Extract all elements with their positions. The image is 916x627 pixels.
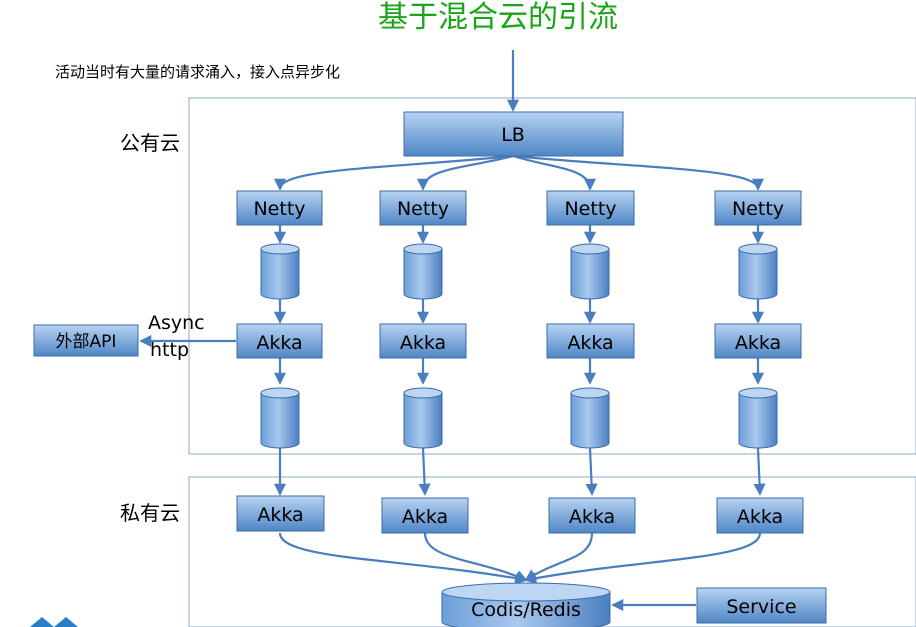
note-text: 活动当时有大量的请求涌入，接入点异步化 [55,63,340,81]
netty-label-4: Netty [732,198,784,220]
queue-cylinder-lower-1 [260,387,300,449]
netty-label-1: Netty [253,198,305,220]
private-cloud-region [188,476,916,627]
netty-box-4: Netty [714,190,802,226]
akka-private-label-1: Akka [257,504,303,526]
queue-cylinder-upper-3 [570,243,610,300]
page-title: 基于混合云的引流 [378,0,618,35]
arrow-private-akka-to-storage-3 [524,532,594,582]
akka-public-box-1: Akka [236,323,323,359]
netty-box-2: Netty [379,190,467,226]
akka-public-box-4: Akka [714,323,802,359]
akka-public-box-2: Akka [379,323,467,359]
queue-cylinder-lower-2 [403,387,443,449]
arrow-lb-to-netty-2 [416,154,514,191]
service-box: Service [696,587,827,624]
akka-public-label-2: Akka [400,332,446,354]
queue-cylinder-upper-1 [260,243,300,300]
codis-redis-label: Codis/Redis [471,599,581,621]
arrow-lb-to-netty-3 [512,154,597,191]
arrow-private-akka-to-storage-1 [278,532,528,585]
arrow-private-akka-to-storage-2 [423,532,528,582]
akka-private-box-1: Akka [236,495,325,532]
queue-cylinders [260,243,778,449]
external-api-label: 外部API [56,332,117,352]
queue-cylinder-lower-3 [570,387,610,449]
private-cloud-label: 私有云 [120,501,180,525]
async-http-label-line2: http [150,339,189,361]
netty-label-2: Netty [397,198,449,220]
akka-private-box-3: Akka [548,497,636,534]
arrow-queue-to-private-akka-4 [753,447,766,496]
queue-cylinder-upper-4 [738,243,778,300]
external-api-box: 外部API [33,324,139,357]
akka-public-label-4: Akka [735,332,781,354]
public-cloud-label: 公有云 [120,131,180,155]
akka-private-label-4: Akka [737,506,783,528]
akka-private-label-3: Akka [569,506,615,528]
arrow-lb-to-netty-4 [512,154,764,191]
queue-cylinder-upper-2 [403,243,443,300]
netty-box-3: Netty [546,190,635,226]
akka-private-label-2: Akka [402,506,448,528]
queue-cylinder-lower-4 [738,387,778,449]
corner-logo-icon [30,617,78,627]
public-cloud-region [188,97,916,455]
akka-public-box-3: Akka [546,323,635,359]
connection-arrows [139,50,766,612]
service-label: Service [726,596,796,618]
arrow-lb-to-netty-1 [274,154,514,191]
codis-redis-cylinder: Codis/Redis [441,582,611,627]
akka-public-label-3: Akka [567,332,613,354]
netty-label-3: Netty [564,198,616,220]
akka-private-box-2: Akka [381,497,469,534]
arrow-queue-to-private-akka-2 [418,447,431,496]
arrow-private-akka-to-storage-4 [524,532,762,585]
lb-box: LB [403,111,624,157]
async-http-label-line1: Async [148,312,205,334]
akka-private-box-4: Akka [716,497,804,534]
arrow-queue-to-private-akka-3 [585,447,598,496]
netty-box-1: Netty [236,190,323,226]
lb-label: LB [501,124,525,146]
akka-public-label-1: Akka [256,332,302,354]
